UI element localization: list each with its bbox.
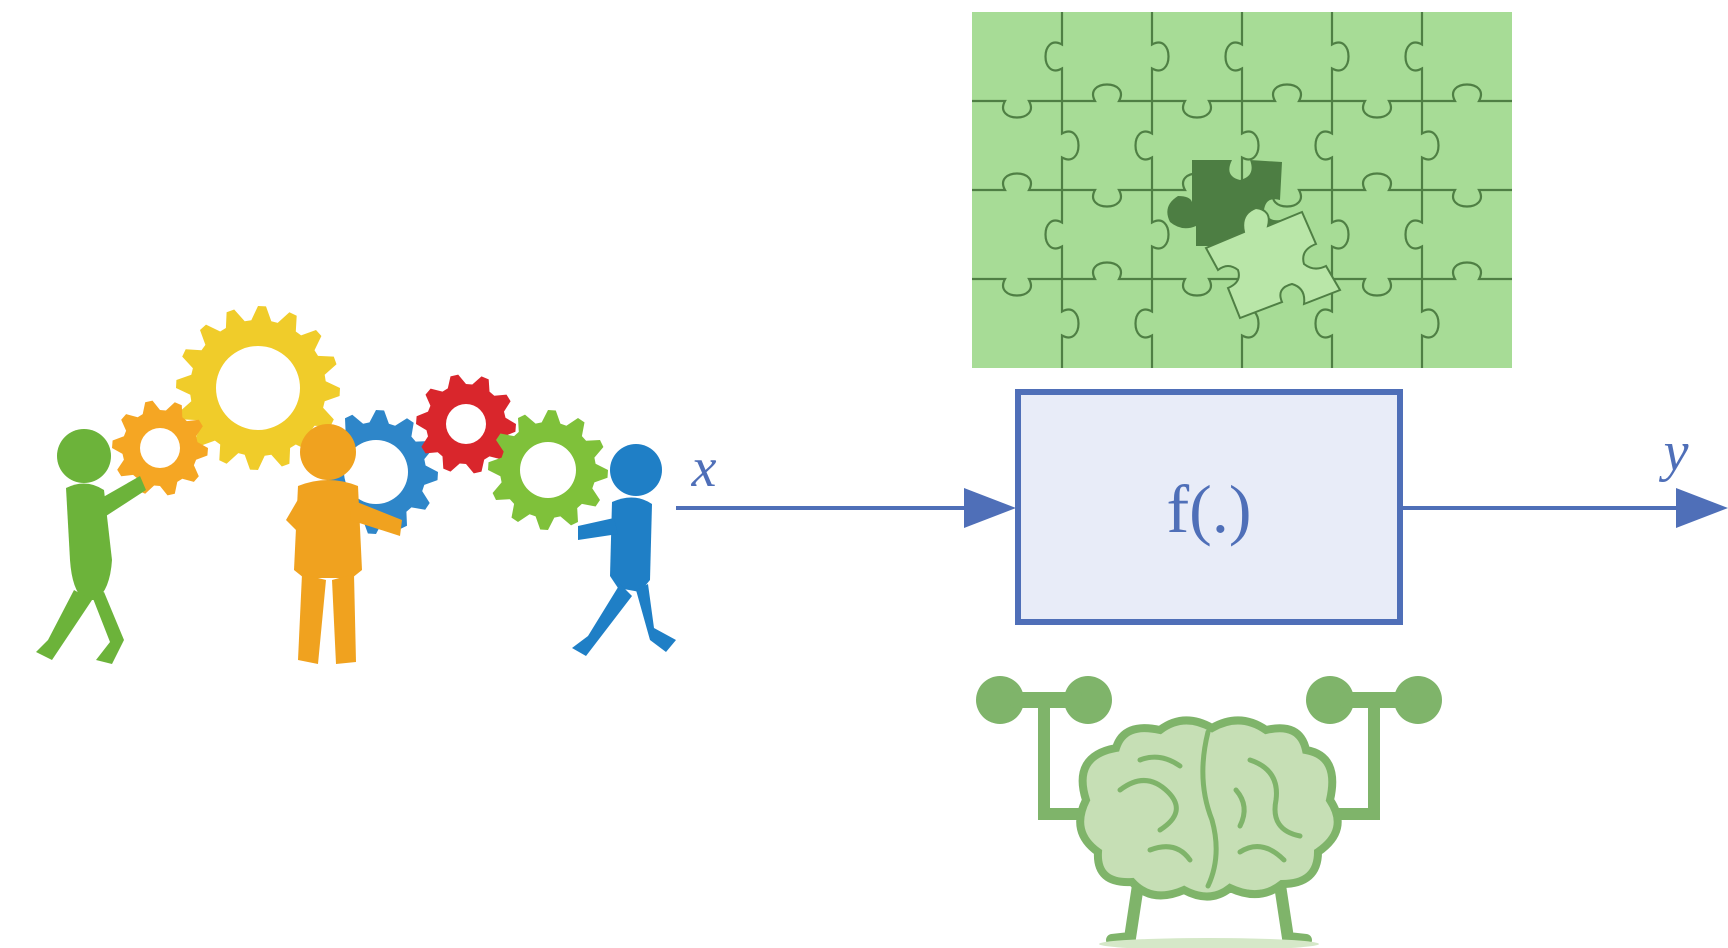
output-label: y — [1659, 421, 1689, 483]
blue-figure-icon — [572, 444, 676, 656]
input-label: x — [691, 437, 717, 499]
function-box — [1015, 389, 1403, 625]
orange-figure-icon — [286, 424, 402, 664]
jigsaw-puzzle-missing-piece-icon — [972, 12, 1512, 368]
function-label: f(.) — [1167, 471, 1252, 547]
yellow-gear-icon — [176, 306, 340, 470]
green-figure-icon — [36, 429, 146, 664]
loose-puzzle-piece — [1204, 206, 1342, 320]
output-arrow — [1400, 488, 1728, 528]
people-turning-gears-icon — [36, 306, 676, 664]
red-gear-icon — [416, 374, 516, 474]
orange-gear-icon — [112, 400, 208, 496]
green-gear-icon — [488, 410, 608, 530]
input-arrow — [676, 488, 1016, 528]
brain-lifting-dumbbells-icon — [976, 676, 1442, 948]
